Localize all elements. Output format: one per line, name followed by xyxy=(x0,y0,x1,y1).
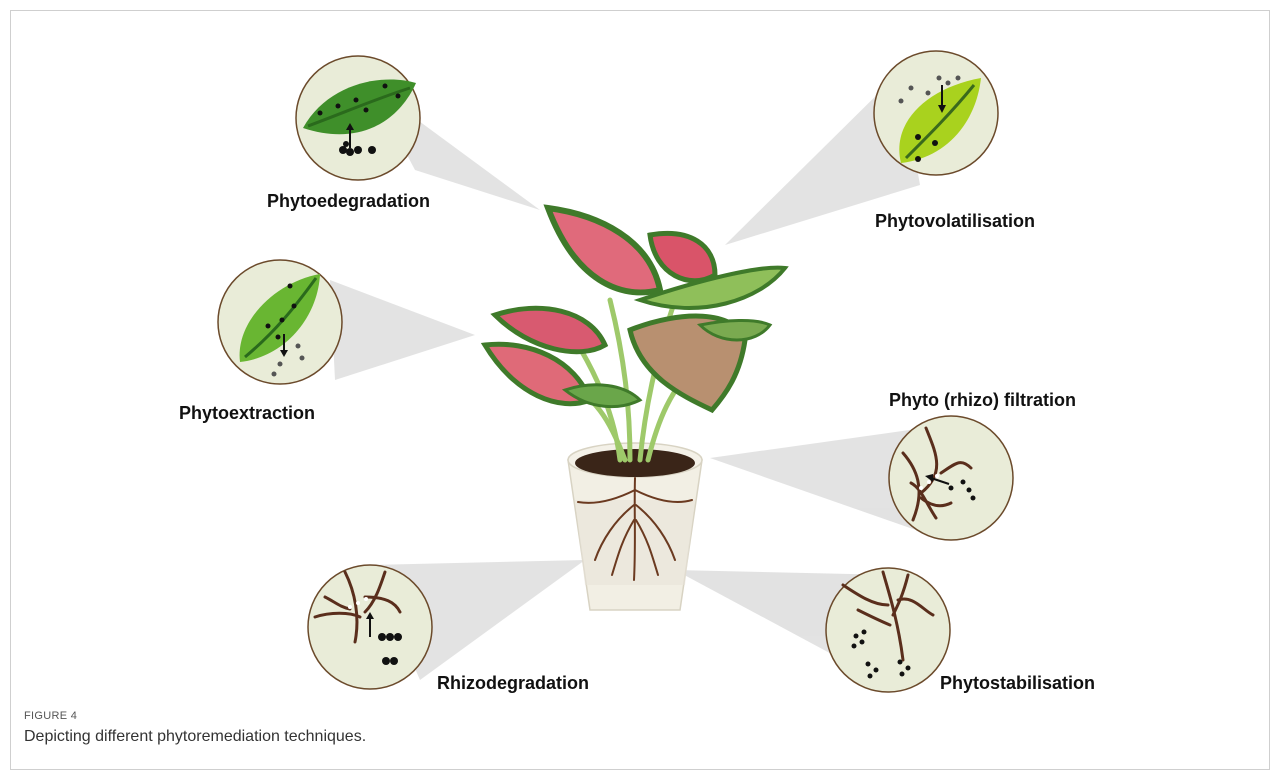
figure-caption-label: FIGURE 4 xyxy=(24,710,77,722)
soil xyxy=(575,449,695,477)
figure-caption-text: Depicting different phytoremediation tec… xyxy=(24,728,366,746)
label-phytostabilisation: Phytostabilisation xyxy=(940,673,1095,694)
label-rhizofiltration: Phyto (rhizo) filtration xyxy=(889,390,1076,411)
label-phytoextraction: Phytoextraction xyxy=(179,403,315,424)
label-rhizodegradation: Rhizodegradation xyxy=(437,673,589,694)
phytovolatilisation-circle xyxy=(874,51,998,175)
rhizofiltration-circle xyxy=(889,416,1013,540)
phytoextraction-circle xyxy=(218,260,342,384)
phytostabilisation-circle xyxy=(826,568,950,692)
label-phytovolatilisation: Phytovolatilisation xyxy=(875,211,1035,232)
plant-pot xyxy=(568,443,702,610)
leaf xyxy=(548,208,660,292)
leaf xyxy=(650,233,715,280)
rhizodegradation-circle xyxy=(308,565,432,689)
label-phytodegradation: Phytoedegradation xyxy=(267,191,430,212)
beam-phytoextraction xyxy=(330,280,475,380)
phytodegradation-circle xyxy=(296,56,420,180)
